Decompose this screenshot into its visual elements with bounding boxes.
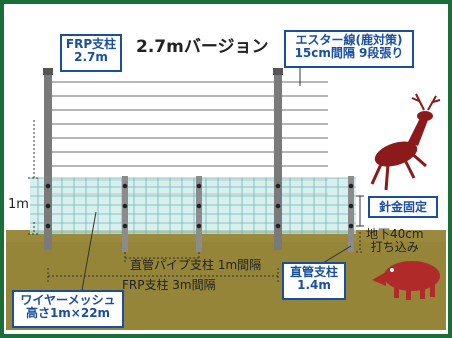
underground-bracket xyxy=(356,232,364,253)
height-1m-label: 1m xyxy=(8,197,29,212)
straight-post-callout-line2: 1.4m xyxy=(297,278,331,293)
diagram-title: 2.7mバージョン xyxy=(136,37,269,57)
ester-wire-callout-line1: エスター線(鹿対策) xyxy=(295,33,403,47)
wire-fixing-callout: 針金固定 xyxy=(368,196,438,218)
frp-post-callout: FRP支柱 2.7m xyxy=(60,34,122,72)
straight-pipe-posts xyxy=(122,176,354,252)
ester-wires xyxy=(48,81,328,195)
ester-wire-callout-line2: 15cm間隔 9段張り xyxy=(294,46,404,61)
straight-post-callout-line1: 直管支柱 xyxy=(289,265,338,279)
frp-post-callout-line2: 2.7m xyxy=(74,50,108,65)
pipe-spacing-dimension xyxy=(124,252,200,262)
wire-mesh-callout: ワイヤーメッシュ 高さ1m×22m xyxy=(12,290,124,328)
frp-spacing-label: FRP支柱 3m間隔 xyxy=(122,278,216,292)
wire-fix-pointer xyxy=(356,195,364,227)
wire-mesh-callout-line2: 高さ1m×22m xyxy=(25,306,111,321)
frp-post-left xyxy=(43,68,53,250)
wire-mesh-callout-line1: ワイヤーメッシュ xyxy=(20,293,116,307)
frp-post-callout-line1: FRP支柱 xyxy=(65,37,117,51)
frp-post-right xyxy=(273,68,283,250)
wire-mesh-panel xyxy=(30,177,356,234)
pipe-spacing-label: 直管パイプ支柱 1m間隔 xyxy=(130,258,262,272)
straight-post-callout: 直管支柱 1.4m xyxy=(282,262,346,300)
underground-label: 地下40cm 打ち込み xyxy=(366,227,424,255)
ester-wire-callout: エスター線(鹿対策) 15cm間隔 9段張り xyxy=(284,30,414,68)
boar-illustration xyxy=(372,261,440,300)
underground-label-line1: 地下40cm xyxy=(366,227,424,241)
wire-ties xyxy=(45,183,354,229)
height-dimension xyxy=(28,120,40,235)
underground-label-line2: 打ち込み xyxy=(370,240,419,255)
deer-illustration xyxy=(370,93,441,191)
